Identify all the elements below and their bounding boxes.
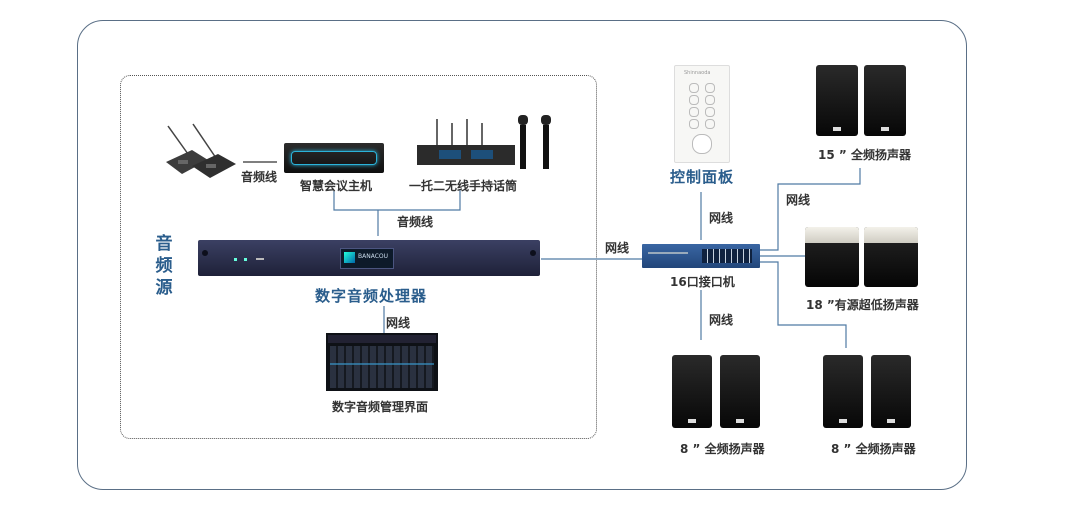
processor-network-cable-label: 网线 — [386, 316, 411, 330]
control-panel-image: Shinnaoda — [674, 65, 730, 163]
speaker-8-right-a — [823, 355, 863, 428]
processor-label: 数字音频处理器 — [315, 287, 428, 305]
conference-mic-image — [166, 123, 236, 178]
switch-image — [642, 244, 760, 268]
conference-host-label: 智慧会议主机 — [300, 179, 373, 193]
audio-source-char-1: 音 — [155, 234, 173, 254]
subwoofer-18-label: 18 ”有源超低扬声器 — [806, 298, 919, 312]
management-ui-image — [326, 333, 438, 391]
processor-image: BANACOU — [198, 240, 540, 276]
management-ui-label: 数字音频管理界面 — [332, 400, 429, 414]
processor-screen-text: BANACOU — [358, 253, 389, 260]
speaker-8-left-a — [672, 355, 712, 428]
speaker-15-right — [864, 65, 906, 136]
speaker-8-left-label: 8 ” 全频扬声器 — [680, 442, 765, 456]
wireless-mic-image — [417, 115, 551, 169]
audio-source-char-3: 源 — [155, 278, 173, 298]
switch-label: 16口接口机 — [670, 275, 735, 289]
outer-frame — [77, 20, 967, 490]
conference-host-image — [284, 143, 384, 173]
audio-cable-label-2: 音频线 — [397, 215, 434, 229]
switch-bottom-cable-label: 网线 — [709, 313, 734, 327]
subwoofer-18-right — [864, 227, 918, 287]
control-panel-label: 控制面板 — [670, 168, 735, 186]
subwoofer-18-left — [805, 227, 859, 287]
switch-top-cable-label: 网线 — [709, 211, 734, 225]
wireless-mic-label: 一托二无线手持话筒 — [409, 179, 518, 193]
control-panel-brand: Shinnaoda — [684, 70, 711, 76]
audio-source-label: 音 频 源 — [154, 233, 174, 299]
audio-source-char-2: 频 — [155, 256, 173, 276]
speaker-8-right-b — [871, 355, 911, 428]
speaker-8-left-b — [720, 355, 760, 428]
main-network-cable-label: 网线 — [605, 241, 630, 255]
speaker-15-left — [816, 65, 858, 136]
switch-right-cable-label: 网线 — [786, 193, 811, 207]
audio-source-group — [120, 75, 597, 439]
audio-cable-label-1: 音频线 — [241, 170, 278, 184]
speaker-15-label: 15 ” 全频扬声器 — [818, 148, 911, 162]
speaker-8-right-label: 8 ” 全频扬声器 — [831, 442, 916, 456]
